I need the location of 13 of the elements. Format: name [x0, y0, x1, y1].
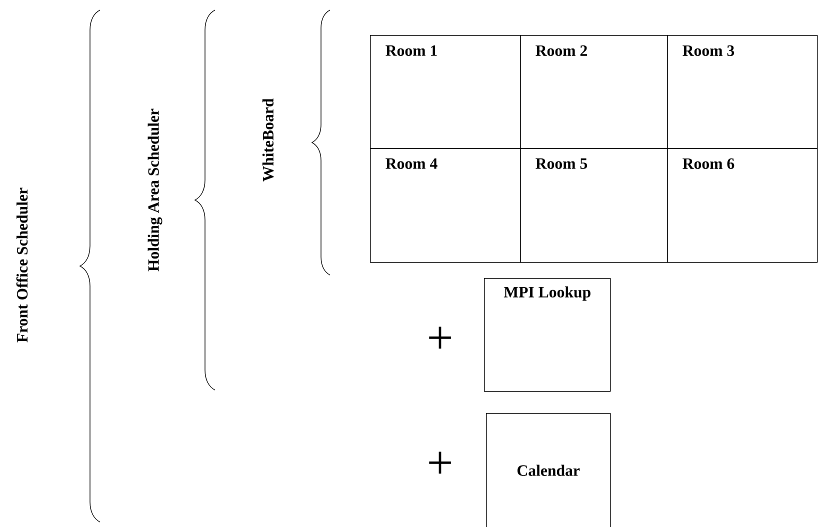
- room-cell: Room 3: [667, 35, 818, 149]
- plus-sign: +: [429, 452, 451, 474]
- brace-label: WhiteBoard: [262, 98, 274, 182]
- brace-label: Front Office Scheduler: [16, 188, 28, 342]
- room-cell: Room 6: [667, 148, 818, 263]
- brace-label: Holding Area Scheduler: [148, 108, 162, 272]
- module-box: Calendar: [486, 413, 611, 527]
- module-box: MPI Lookup: [484, 278, 611, 392]
- room-cell: Room 2: [520, 35, 668, 149]
- room-cell: Room 4: [370, 148, 521, 263]
- plus-sign: +: [429, 326, 451, 349]
- room-cell: Room 5: [520, 148, 668, 263]
- room-cell: Room 1: [370, 35, 521, 149]
